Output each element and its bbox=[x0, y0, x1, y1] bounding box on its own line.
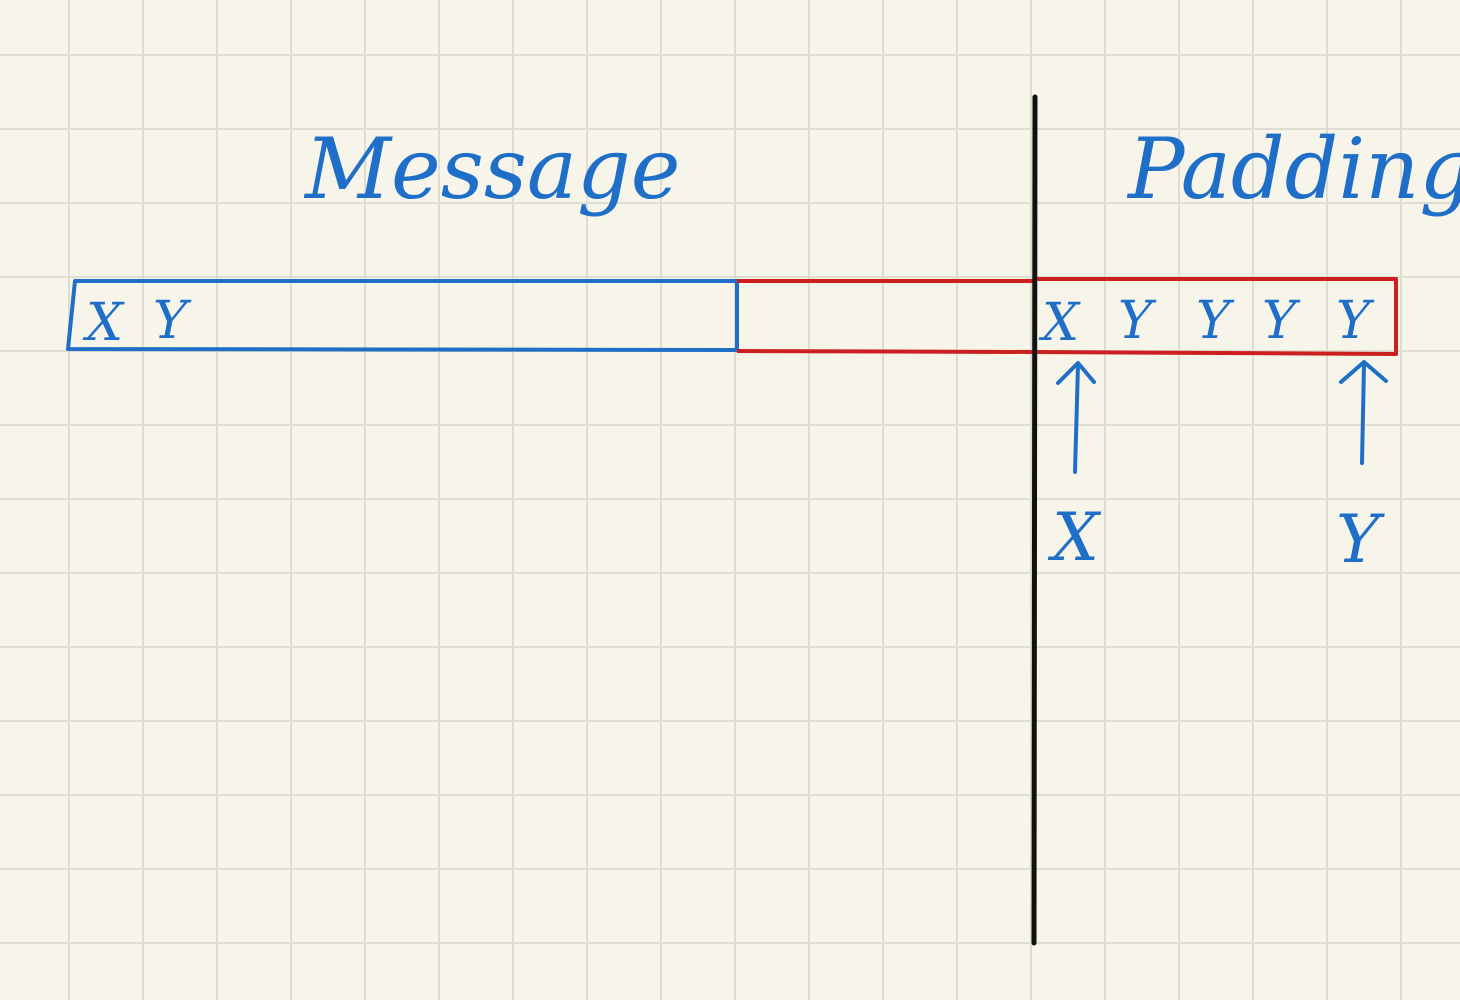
arrow-x-label: X bbox=[1047, 499, 1102, 576]
divider-line bbox=[1031, 94, 1038, 946]
arrow-y-icon bbox=[1339, 360, 1388, 465]
arrow-x-icon bbox=[1056, 361, 1096, 474]
padding-letter-y-3: Y bbox=[1262, 291, 1301, 351]
padding-letter-x: X bbox=[1038, 293, 1081, 353]
message-label: Message bbox=[303, 120, 681, 218]
padding-box bbox=[1034, 277, 1398, 356]
padding-letter-y-4: Y bbox=[1336, 291, 1375, 351]
message-box bbox=[66, 279, 739, 352]
padding-letter-y-2: Y bbox=[1196, 291, 1235, 351]
padding-letter-y-1: Y bbox=[1118, 291, 1157, 351]
message-letter-x: X bbox=[82, 293, 125, 353]
message-letter-y: Y bbox=[153, 291, 192, 351]
arrow-y-label: Y bbox=[1336, 501, 1385, 578]
padding-label: Padding bbox=[1126, 120, 1460, 218]
